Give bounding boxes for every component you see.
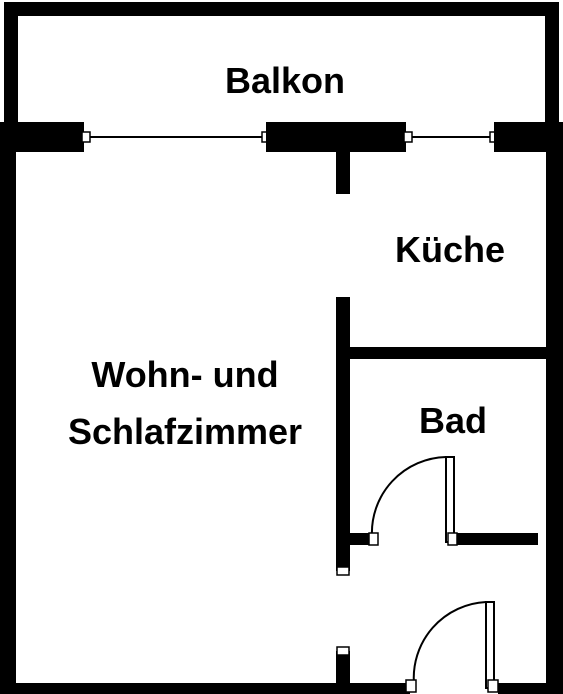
balcony-walls (4, 2, 559, 124)
window-left (76, 122, 274, 152)
living-room-label-line2: Schlafzimmer (68, 411, 302, 452)
window-right (398, 122, 502, 152)
kitchen-label: Küche (395, 229, 505, 270)
apartment-outer-walls (0, 122, 563, 694)
living-room-label-line1: Wohn- und (91, 354, 278, 395)
balcony-label: Balkon (225, 60, 345, 101)
interior-walls (336, 150, 550, 694)
door-jambs (336, 566, 350, 656)
bathroom-label: Bad (419, 400, 487, 441)
bathroom-door (368, 456, 458, 546)
entrance-door (405, 601, 499, 693)
